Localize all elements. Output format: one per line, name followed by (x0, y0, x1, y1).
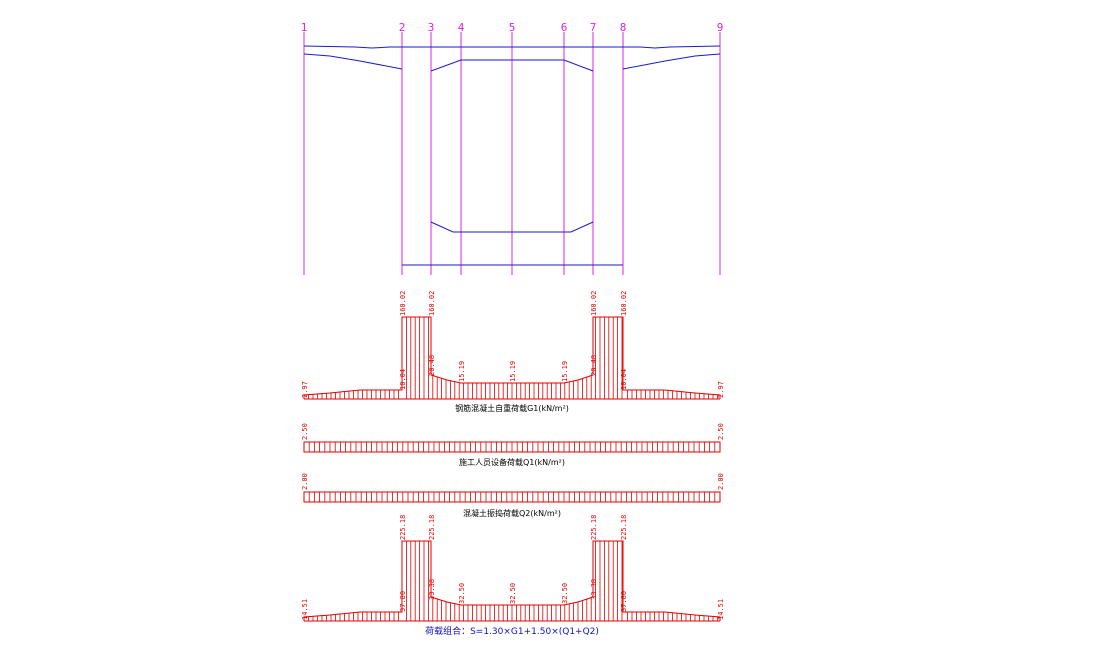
combo-value-label: 33.38 (590, 579, 598, 600)
axis-number-4: 4 (458, 21, 465, 34)
g1-value-label: 160.02 (620, 291, 628, 316)
load-diagrams: 2.97 10.04 160.02 160.02 20.48 15.19 15.19 15.1… (301, 291, 725, 637)
inner-top-slab (430, 59, 594, 72)
left-cantilever-bottom (303, 53, 403, 70)
g1-value-label: 160.02 (590, 291, 598, 316)
g1-value-label: 15.19 (561, 361, 569, 382)
g1-value-label: 20.48 (590, 355, 598, 376)
axis-lines (303, 32, 721, 275)
q2-caption: 混凝土振捣荷载Q2(kN/m²) (463, 508, 561, 518)
combo-value-label: 14.51 (301, 599, 309, 620)
right-cantilever-bottom (622, 53, 721, 70)
q1-caption: 施工人员设备荷载Q1(kN/m²) (459, 457, 565, 467)
axis-number-2: 2 (399, 21, 406, 34)
g1-caption: 钢筋混凝土自重荷载G1(kN/m²) (455, 403, 569, 413)
q2-value-label: 2.00 (301, 473, 309, 490)
axis-number-7: 7 (590, 21, 597, 34)
girder-section (303, 45, 721, 266)
combo-value-label: 32.50 (458, 583, 466, 604)
axis-number-6: 6 (561, 21, 568, 34)
diagram-q1: 2.50 2.50 施工人员设备荷载Q1(kN/m²) (301, 423, 725, 467)
combo-value-label: 225.18 (428, 515, 436, 540)
g1-value-label: 10.04 (620, 369, 628, 390)
g1-value-label: 2.97 (301, 381, 309, 398)
combo-value-label: 37.80 (620, 591, 628, 612)
combo-value-label: 37.80 (399, 591, 407, 612)
axis-number-3: 3 (428, 21, 435, 34)
diagram-q2: 2.00 2.00 混凝土振捣荷载Q2(kN/m²) (301, 473, 725, 518)
combo-value-label: 33.38 (428, 579, 436, 600)
g1-value-label: 10.04 (399, 369, 407, 390)
diagram-combo: 14.51 37.80 225.18 225.18 33.38 32.50 32.50 32.… (301, 515, 725, 637)
axis-numbers: 1 2 3 4 5 6 7 8 9 (301, 21, 724, 34)
axis-number-9: 9 (717, 21, 724, 34)
combo-value-label: 32.50 (561, 583, 569, 604)
combo-value-label: 32.50 (509, 583, 517, 604)
axis-number-8: 8 (620, 21, 627, 34)
combo-value-label: 225.18 (399, 515, 407, 540)
combo-value-label: 225.18 (620, 515, 628, 540)
q1-value-label: 2.50 (301, 423, 309, 440)
g1-value-label: 15.19 (458, 361, 466, 382)
q1-value-label: 2.50 (717, 423, 725, 440)
g1-value-label: 15.19 (509, 361, 517, 382)
diagram-g1: 2.97 10.04 160.02 160.02 20.48 15.19 15.19 15.1… (301, 291, 725, 413)
axis-number-1: 1 (301, 21, 308, 34)
g1-value-label: 20.48 (428, 355, 436, 376)
g1-value-label: 160.02 (399, 291, 407, 316)
combo-value-label: 225.18 (590, 515, 598, 540)
g1-value-label: 160.02 (428, 291, 436, 316)
deck-top-line (303, 45, 721, 49)
combo-value-label: 14.51 (717, 599, 725, 620)
q2-value-label: 2.00 (717, 473, 725, 490)
inner-bottom-slab (430, 221, 594, 233)
g1-value-label: 2.97 (717, 381, 725, 398)
combo-caption: 荷载组合：S=1.30×G1+1.50×(Q1+Q2) (425, 625, 599, 637)
axis-number-5: 5 (509, 21, 516, 34)
